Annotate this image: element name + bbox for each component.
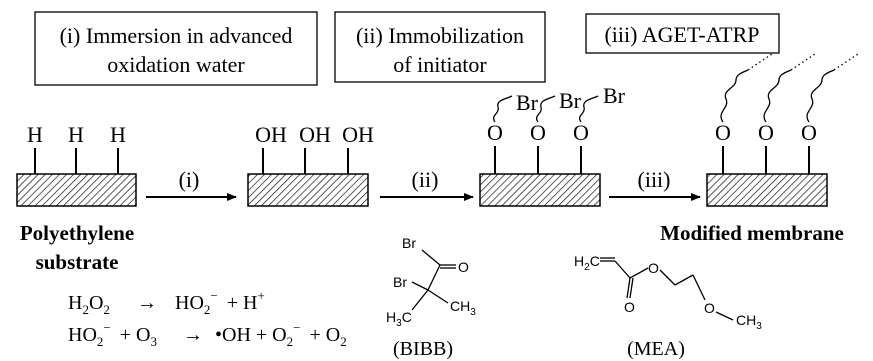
bibb-br-2: Br: [393, 274, 407, 290]
arrow-iii: (iii): [609, 167, 701, 201]
br-3: Br: [603, 83, 626, 108]
substrate-modified: O O O Modified membrane: [660, 53, 859, 245]
substrate-hydroxylated: OH OH OH: [247, 122, 374, 207]
arrow-i: (i): [146, 167, 237, 201]
bibb-o: O: [458, 259, 469, 275]
bibb-h3c: H3C: [386, 309, 412, 329]
step-i-line1: (i) Immersion in advanced: [60, 23, 293, 48]
substrate-initiated: O O O Br Br Br: [479, 83, 626, 207]
modified-membrane-label: Modified membrane: [660, 221, 844, 245]
br-2: Br: [559, 88, 582, 113]
step-box-iii: (iii) AGET-ATRP: [585, 13, 780, 54]
step-iii-line1: (iii) AGET-ATRP: [604, 22, 759, 47]
substrate-polyethylene: H H H Polyethylene substrate: [16, 122, 137, 274]
o-link-3: O: [573, 120, 589, 145]
mea-ch3: CH3: [736, 312, 762, 332]
equation-1: H2O2 → HO2− + H+: [68, 283, 265, 319]
oh-group-1: OH: [255, 122, 287, 147]
mea-structure: H2C O O O CH3 (MEA): [574, 253, 762, 360]
step-i-line2: oxidation water: [107, 52, 245, 77]
bibb-caption: (BIBB): [393, 338, 453, 360]
equation-2: HO2− + O3 → •OH + O2− + O2: [68, 315, 347, 351]
arrow-ii-label: (ii): [412, 167, 439, 192]
step-box-ii: (ii) Immobilization of initiator: [334, 11, 546, 83]
eq2-text: HO2− + O3 → •OH + O2− + O2: [68, 315, 347, 351]
mea-o-ether: O: [704, 300, 715, 316]
h-group-3: H: [110, 122, 126, 147]
o-link-1: O: [487, 120, 503, 145]
eq1-text: H2O2 → HO2− + H+: [68, 283, 265, 319]
br-1: Br: [516, 90, 539, 115]
step-ii-line2: of initiator: [393, 52, 487, 77]
arrow-i-label: (i): [179, 167, 200, 192]
h-group-2: H: [68, 122, 84, 147]
arrow-ii: (ii): [380, 167, 474, 201]
mea-h2c: H2C: [574, 253, 600, 273]
arrow-iii-label: (iii): [638, 167, 671, 192]
mea-o-carbonyl: O: [624, 299, 635, 315]
mea-o-ester: O: [648, 260, 659, 276]
h-group-1: H: [27, 122, 43, 147]
oh-group-2: OH: [299, 122, 331, 147]
mea-caption: (MEA): [627, 338, 685, 360]
substrate-label-line1: Polyethylene: [20, 221, 134, 245]
step-ii-line1: (ii) Immobilization: [356, 23, 524, 48]
o-link-m3: O: [801, 120, 817, 145]
oh-group-3: OH: [342, 122, 374, 147]
substrate-label-line2: substrate: [36, 250, 119, 274]
o-link-m1: O: [715, 120, 731, 145]
bibb-br-1: Br: [402, 235, 416, 251]
o-link-m2: O: [758, 120, 774, 145]
bibb-ch3: CH3: [450, 298, 476, 318]
step-box-i: (i) Immersion in advanced oxidation wate…: [34, 11, 318, 86]
o-link-2: O: [530, 120, 546, 145]
bibb-structure: Br O Br CH3 H3C (BIBB): [386, 235, 476, 360]
